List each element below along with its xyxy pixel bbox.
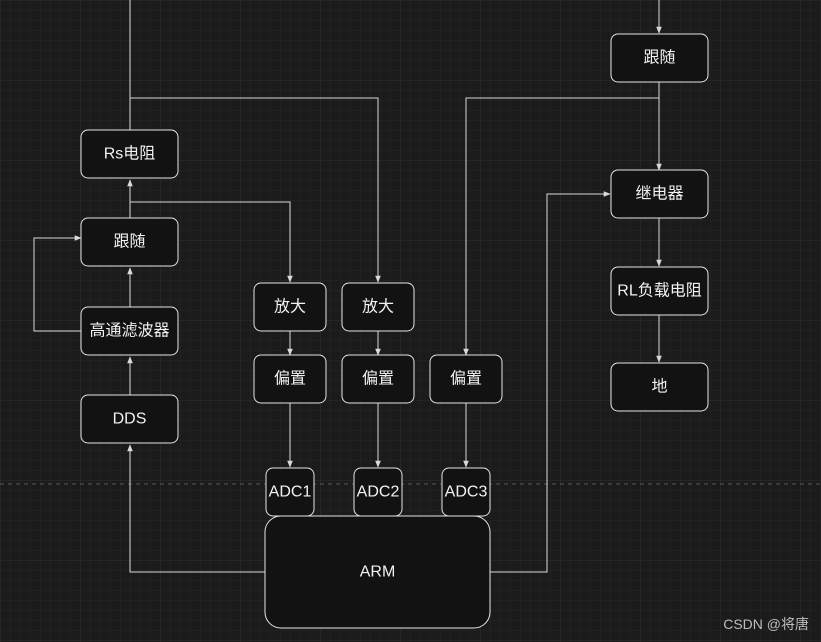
edge-follower-to-bias3 [463, 97, 659, 356]
ground-label: 地 [651, 378, 667, 396]
edge-arm-to-relay [490, 191, 611, 573]
connectors [33, 0, 662, 573]
watermark: CSDN @将唐 [723, 616, 809, 632]
bias-1-label: 偏置 [274, 370, 306, 388]
highpass-filter-label: 高通滤波器 [89, 322, 169, 340]
bias-2-label: 偏置 [362, 370, 394, 388]
rs-resistor-label: Rs电阻 [104, 145, 156, 163]
dds-block: DDS [80, 394, 179, 444]
adc2-label: ADC2 [357, 484, 400, 501]
edge-branch-to-amp1 [130, 201, 293, 283]
relay-block: 继电器 [610, 169, 709, 219]
rs-resistor-block: Rs电阻 [80, 129, 179, 179]
amp-1-label: 放大 [274, 298, 306, 316]
highpass-filter-block: 高通滤波器 [80, 306, 179, 356]
adc1-label: ADC1 [269, 484, 312, 501]
follower-top-block: 跟随 [610, 33, 709, 83]
bias-2-block: 偏置 [341, 354, 415, 404]
arm-block: ARM [264, 515, 491, 629]
adc1-block: ADC1 [265, 467, 315, 517]
relay-label: 继电器 [635, 185, 683, 203]
follower-left-label: 跟随 [113, 233, 145, 251]
amp-1-block: 放大 [253, 282, 327, 332]
edge-top-to-rs-and-amp2 [129, 0, 378, 282]
amp-2-label: 放大 [362, 298, 394, 316]
bias-3-label: 偏置 [450, 370, 482, 388]
adc2-block: ADC2 [353, 467, 403, 517]
follower-left-block: 跟随 [80, 217, 179, 267]
rl-load-block: RL负载电阻 [610, 266, 709, 316]
edge-loop-filter-to-follower [33, 235, 82, 332]
arm-label: ARM [360, 564, 396, 581]
adc3-block: ADC3 [441, 467, 491, 517]
edge-arm-to-dds [127, 444, 265, 573]
follower-top-label: 跟随 [643, 49, 675, 67]
bias-1-block: 偏置 [253, 354, 327, 404]
ground-block: 地 [610, 362, 709, 412]
bias-3-block: 偏置 [429, 354, 503, 404]
rl-load-label: RL负载电阻 [617, 282, 701, 300]
adc3-label: ADC3 [445, 484, 488, 501]
dds-label: DDS [113, 411, 147, 428]
amp-2-block: 放大 [341, 282, 415, 332]
